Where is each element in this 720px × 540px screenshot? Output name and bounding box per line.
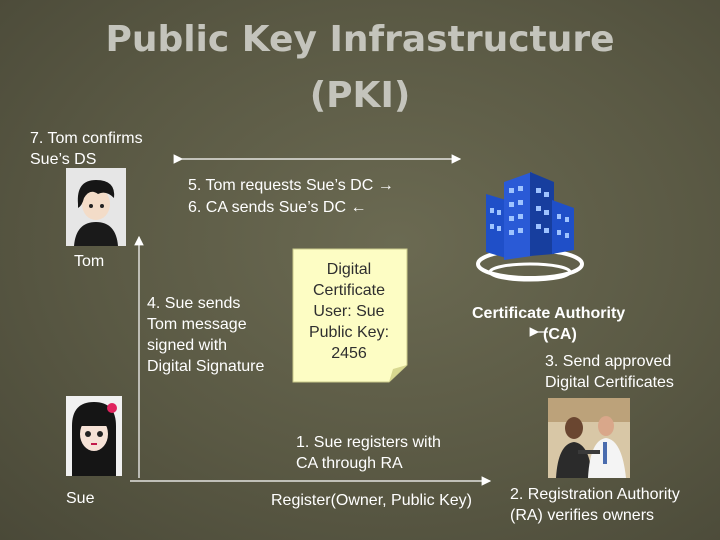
certificate-line1: Digital xyxy=(326,261,372,278)
step1-line1: 1. Sue registers with xyxy=(296,434,441,451)
step4-line4: Digital Signature xyxy=(147,358,265,375)
step3-line1: 3. Send approved xyxy=(545,353,672,370)
step4-text: 4. Sue sends Tom message signed with Dig… xyxy=(147,293,264,377)
step7-line2: Sue’s DS xyxy=(30,151,97,168)
ca-building-icon xyxy=(474,160,586,282)
sue-avatar xyxy=(66,396,122,476)
step2-line2: (RA) verifies owners xyxy=(510,507,655,524)
ra-people-icon xyxy=(548,398,630,478)
certificate-line5: 2456 xyxy=(331,345,367,362)
step5-text: 5. Tom requests Sue’s DC → xyxy=(188,175,394,196)
ca-label-line1: Certificate Authority xyxy=(472,305,626,322)
certificate-line4: Public Key: xyxy=(308,324,390,341)
certificate-line2: Certificate xyxy=(312,282,386,299)
register-call-text: Register(Owner, Public Key) xyxy=(271,492,472,509)
step6-text: 6. CA sends Sue’s DC ← xyxy=(188,197,366,218)
step7-text: 7. Tom confirms Sue’s DS xyxy=(30,128,143,170)
step3-text: 3. Send approved Digital Certificates xyxy=(545,351,674,393)
digital-certificate-note: Digital Certificate User: Sue Public Key… xyxy=(291,247,409,384)
step4-line2: Tom message xyxy=(147,316,247,333)
tom-label: Tom xyxy=(74,253,105,270)
step1-line2: CA through RA xyxy=(296,455,403,472)
step7-line1: 7. Tom confirms xyxy=(30,130,143,147)
certificate-text: Digital Certificate User: Sue Public Key… xyxy=(291,259,407,364)
step1-text: 1. Sue registers with CA through RA xyxy=(296,432,441,474)
tom-portrait-icon xyxy=(66,168,126,246)
sticky-note-icon xyxy=(292,248,408,383)
step6-label: 6. CA sends Sue’s DC xyxy=(188,199,347,216)
certificate-line3: User: Sue xyxy=(313,303,385,320)
step5-label: 5. Tom requests Sue’s DC xyxy=(188,177,374,194)
step4-line3: signed with xyxy=(147,337,228,354)
page-title-line1: Public Key Infrastructure xyxy=(105,19,615,60)
page-title-line2: (PKI) xyxy=(309,75,411,116)
step4-line1: 4. Sue sends xyxy=(147,295,241,312)
ra-photo xyxy=(548,398,630,478)
sue-label: Sue xyxy=(66,490,95,507)
step2-text: 2. Registration Authority (RA) verifies … xyxy=(510,484,680,526)
step3-line2: Digital Certificates xyxy=(545,374,674,391)
step2-line1: 2. Registration Authority xyxy=(510,486,680,503)
arrow-left-icon: ← xyxy=(350,199,367,216)
ca-label-line2: (CA) xyxy=(543,326,577,343)
tom-avatar xyxy=(66,168,126,246)
arrow-right-icon: → xyxy=(377,177,394,194)
sue-portrait-icon xyxy=(66,396,122,476)
